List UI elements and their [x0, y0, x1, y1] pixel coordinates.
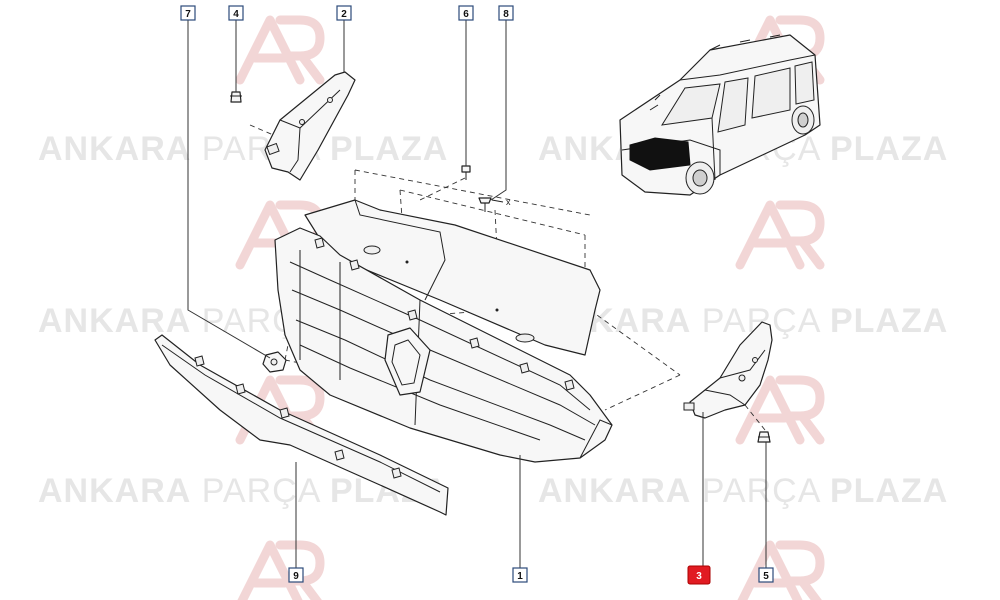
grille-highlight — [629, 137, 691, 171]
watermark-line: ANKARA PARÇA PLAZA — [538, 302, 948, 340]
svg-text:2: 2 — [341, 9, 347, 20]
callout-6[interactable]: 6 — [458, 5, 474, 21]
svg-text:6: 6 — [463, 9, 469, 20]
svg-text:5: 5 — [763, 571, 769, 582]
part-3-right-bracket — [683, 321, 773, 419]
part-5-clip — [757, 431, 771, 443]
leader-lines — [187, 20, 767, 568]
vehicle-illustration — [619, 34, 821, 196]
part-1-grille — [274, 199, 613, 463]
svg-text:1: 1 — [517, 571, 523, 582]
watermark-line: ANKARA PARÇA PLAZA — [538, 472, 948, 510]
callouts: 7 4 2 6 8 9 1 3 — [180, 5, 774, 585]
part-6-screw — [461, 165, 471, 180]
watermark-logo — [735, 375, 825, 445]
callout-2[interactable]: 2 — [336, 5, 352, 21]
svg-text:3: 3 — [696, 571, 702, 582]
callout-4[interactable]: 4 — [228, 5, 244, 21]
svg-text:8: 8 — [503, 9, 509, 20]
watermark-logo — [237, 540, 325, 600]
part-2-left-bracket — [264, 71, 356, 181]
callout-3-highlighted[interactable]: 3 — [687, 565, 711, 585]
svg-text:9: 9 — [293, 571, 299, 582]
part-8-screw: x — [478, 197, 511, 212]
watermark-logo — [235, 15, 325, 85]
part-9-molding — [154, 334, 449, 516]
callout-7[interactable]: 7 — [180, 5, 196, 21]
annotation-x: x — [506, 197, 511, 207]
callout-8[interactable]: 8 — [498, 5, 514, 21]
svg-text:7: 7 — [185, 9, 191, 20]
callout-9[interactable]: 9 — [288, 567, 304, 583]
watermark-logo — [737, 540, 825, 600]
callout-5[interactable]: 5 — [758, 567, 774, 583]
part-4-clip — [230, 91, 242, 103]
part-7-clip — [262, 351, 287, 373]
svg-text:4: 4 — [233, 9, 239, 20]
watermark-line: ANKARA PARÇA PLAZA — [38, 130, 448, 168]
watermark-logo — [735, 200, 825, 270]
callout-1[interactable]: 1 — [512, 567, 528, 583]
